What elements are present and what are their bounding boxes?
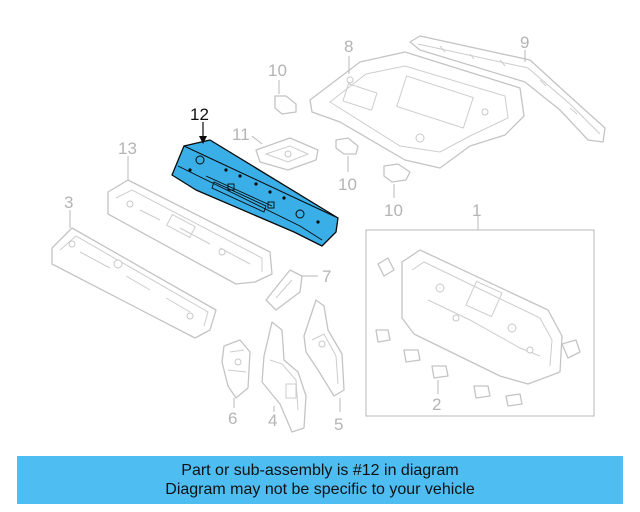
part-11-bracket (251, 135, 319, 171)
part-13-upper-panel (107, 156, 273, 285)
part-10-bracket-middle (335, 137, 359, 172)
callout-5: 5 (334, 415, 343, 434)
parts-diagram: 1 2 3 4 5 6 7 8 9 10 10 10 11 12 13 (51, 33, 606, 434)
info-banner: Part or sub-assembly is #12 in diagram D… (17, 456, 623, 504)
part-8-package-tray (309, 51, 525, 169)
part-12-reinforcement-highlighted (171, 122, 339, 247)
part-9-roof-rail (409, 35, 606, 143)
callout-2: 2 (432, 395, 441, 414)
callout-1: 1 (472, 201, 481, 220)
part-1-rear-panel-assembly (365, 216, 595, 417)
part-10-bracket-right (383, 163, 411, 198)
part-7-gusset (265, 269, 318, 311)
callout-9: 9 (520, 33, 529, 52)
banner-line-2: Diagram may not be specific to your vehi… (165, 481, 475, 498)
part-5-pillar-panel (303, 299, 345, 412)
callout-10-top: 10 (268, 61, 287, 80)
callout-13: 13 (118, 139, 137, 158)
banner-line-1: Part or sub-assembly is #12 in diagram (181, 462, 459, 479)
callout-6: 6 (228, 409, 237, 428)
callout-11: 11 (232, 125, 250, 144)
part-3-lower-panel (51, 210, 217, 339)
callout-4: 4 (268, 411, 277, 430)
callout-10-middle: 10 (338, 175, 357, 194)
part-10-bracket-top (274, 80, 297, 115)
callout-3: 3 (64, 193, 73, 212)
callout-10-right: 10 (384, 201, 403, 220)
callout-12: 12 (190, 105, 209, 124)
callout-7: 7 (322, 267, 331, 286)
part-6-bracket (221, 339, 251, 408)
part-4-pillar-bracket (261, 321, 307, 433)
callout-8: 8 (344, 37, 353, 56)
